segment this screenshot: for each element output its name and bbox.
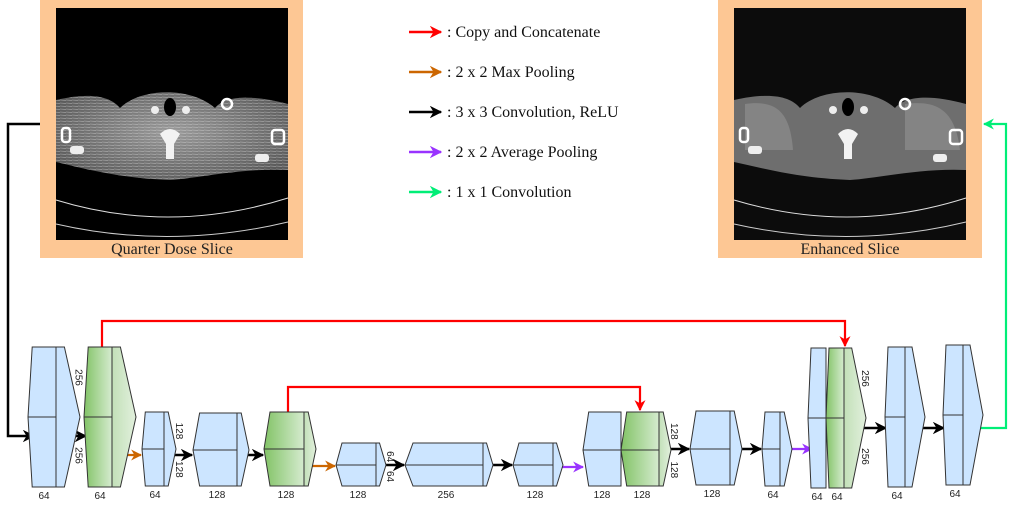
legend-label: : 1 x 1 Convolution <box>447 184 571 201</box>
feature-block-b3: 64 128 128 <box>141 411 184 501</box>
block-side-face <box>658 411 672 487</box>
block-channel-label: 64 <box>811 492 823 503</box>
block-channel-label: 64 <box>767 490 779 501</box>
feature-block-b15: 64 <box>884 346 926 502</box>
feature-block-b6: 128 64 64 <box>335 442 395 501</box>
block-side-face <box>303 411 317 487</box>
feature-block-b11: 128 <box>689 410 743 500</box>
block-size-label: 128 <box>668 461 679 478</box>
copy-b5-to-b10-arrow <box>286 385 646 412</box>
block-side-face <box>236 412 250 487</box>
block-side-face <box>904 346 926 488</box>
block-channel-label: 128 <box>527 490 544 501</box>
block-channel-label: 64 <box>38 491 50 502</box>
feature-block-b2: 64 <box>83 346 137 502</box>
output-image-panel: Enhanced Slice <box>718 0 982 258</box>
output-image-caption: Enhanced Slice <box>800 241 899 258</box>
block-channel-label: 64 <box>891 491 903 502</box>
block-side-face <box>962 344 984 486</box>
legend-label: : 2 x 2 Average Pooling <box>447 144 597 161</box>
feature-block-b13: 64 <box>807 347 827 503</box>
block-size-label: 64 <box>384 471 395 483</box>
block-size-label: 128 <box>173 461 184 478</box>
block-channel-label: 64 <box>949 489 961 500</box>
block-size-label: 128 <box>173 423 184 440</box>
input-image-caption: Quarter Dose Slice <box>111 241 233 258</box>
feature-block-b4: 128 <box>192 412 250 501</box>
block-size-label: 256 <box>72 369 83 386</box>
block-size-label: 256 <box>72 447 83 464</box>
legend-item-avgpool: : 2 x 2 Average Pooling <box>409 144 597 161</box>
legend: : Copy and Concatenate : 2 x 2 Max Poolin… <box>409 24 619 201</box>
legend-label: : 2 x 2 Max Pooling <box>447 64 575 81</box>
block-channel-label: 128 <box>634 490 651 501</box>
block-size-label: 128 <box>668 423 679 440</box>
conv1x1-b16-to-output-arrow <box>972 118 1008 430</box>
legend-item-copy: : Copy and Concatenate <box>409 24 600 41</box>
block-side-face <box>729 410 743 486</box>
block-front-face <box>620 411 660 487</box>
feature-block-b14: 64 256 256 <box>825 347 870 503</box>
feature-block-b12: 64 <box>761 411 793 501</box>
block-channel-label: 64 <box>831 492 843 503</box>
connections <box>6 118 1008 473</box>
block-side-face <box>163 411 177 487</box>
block-front-face <box>582 411 622 487</box>
block-channel-label: 128 <box>594 490 611 501</box>
output-ct-slice <box>733 8 967 240</box>
legend-item-conv1x1: : 1 x 1 Convolution <box>409 184 571 201</box>
input-image-panel: Quarter Dose Slice <box>40 0 303 258</box>
feature-block-b7: 256 <box>404 442 494 501</box>
feature-block-b5: 128 <box>263 411 317 501</box>
copy-b2-to-b14-arrow <box>100 319 851 348</box>
feature-block-b9: 128 <box>582 411 622 501</box>
block-channel-label: 128 <box>350 490 367 501</box>
feature-block-b16: 64 <box>942 344 984 500</box>
block-side-face <box>843 347 867 489</box>
legend-item-maxpool: : 2 x 2 Max Pooling <box>409 64 575 81</box>
legend-item-conv: : 3 x 3 Convolution, ReLU <box>409 104 619 121</box>
conv-input-to-b1-arrow <box>6 122 40 443</box>
block-side-face <box>111 346 137 488</box>
feature-block-b1: 64 256 256 <box>27 346 83 502</box>
input-ct-slice <box>55 8 289 240</box>
block-channel-label: 128 <box>209 490 226 501</box>
block-size-label: 64 <box>384 451 395 463</box>
block-channel-label: 64 <box>94 491 106 502</box>
block-size-label: 256 <box>859 370 870 387</box>
block-side-face <box>375 442 387 487</box>
block-channel-label: 128 <box>278 490 295 501</box>
block-channel-label: 64 <box>149 490 161 501</box>
block-size-label: 256 <box>859 448 870 465</box>
block-channel-label: 256 <box>438 490 455 501</box>
block-side-face <box>482 442 494 487</box>
feature-block-b10: 128 128 128 <box>620 411 679 501</box>
block-side-face <box>552 442 564 487</box>
legend-label: : Copy and Concatenate <box>447 24 600 41</box>
block-channel-label: 128 <box>704 489 721 500</box>
block-side-face <box>779 411 793 487</box>
block-side-face <box>55 346 81 488</box>
feature-block-b8: 128 <box>512 442 564 501</box>
legend-label: : 3 x 3 Convolution, ReLU <box>447 104 619 121</box>
block-front-face <box>689 410 731 486</box>
